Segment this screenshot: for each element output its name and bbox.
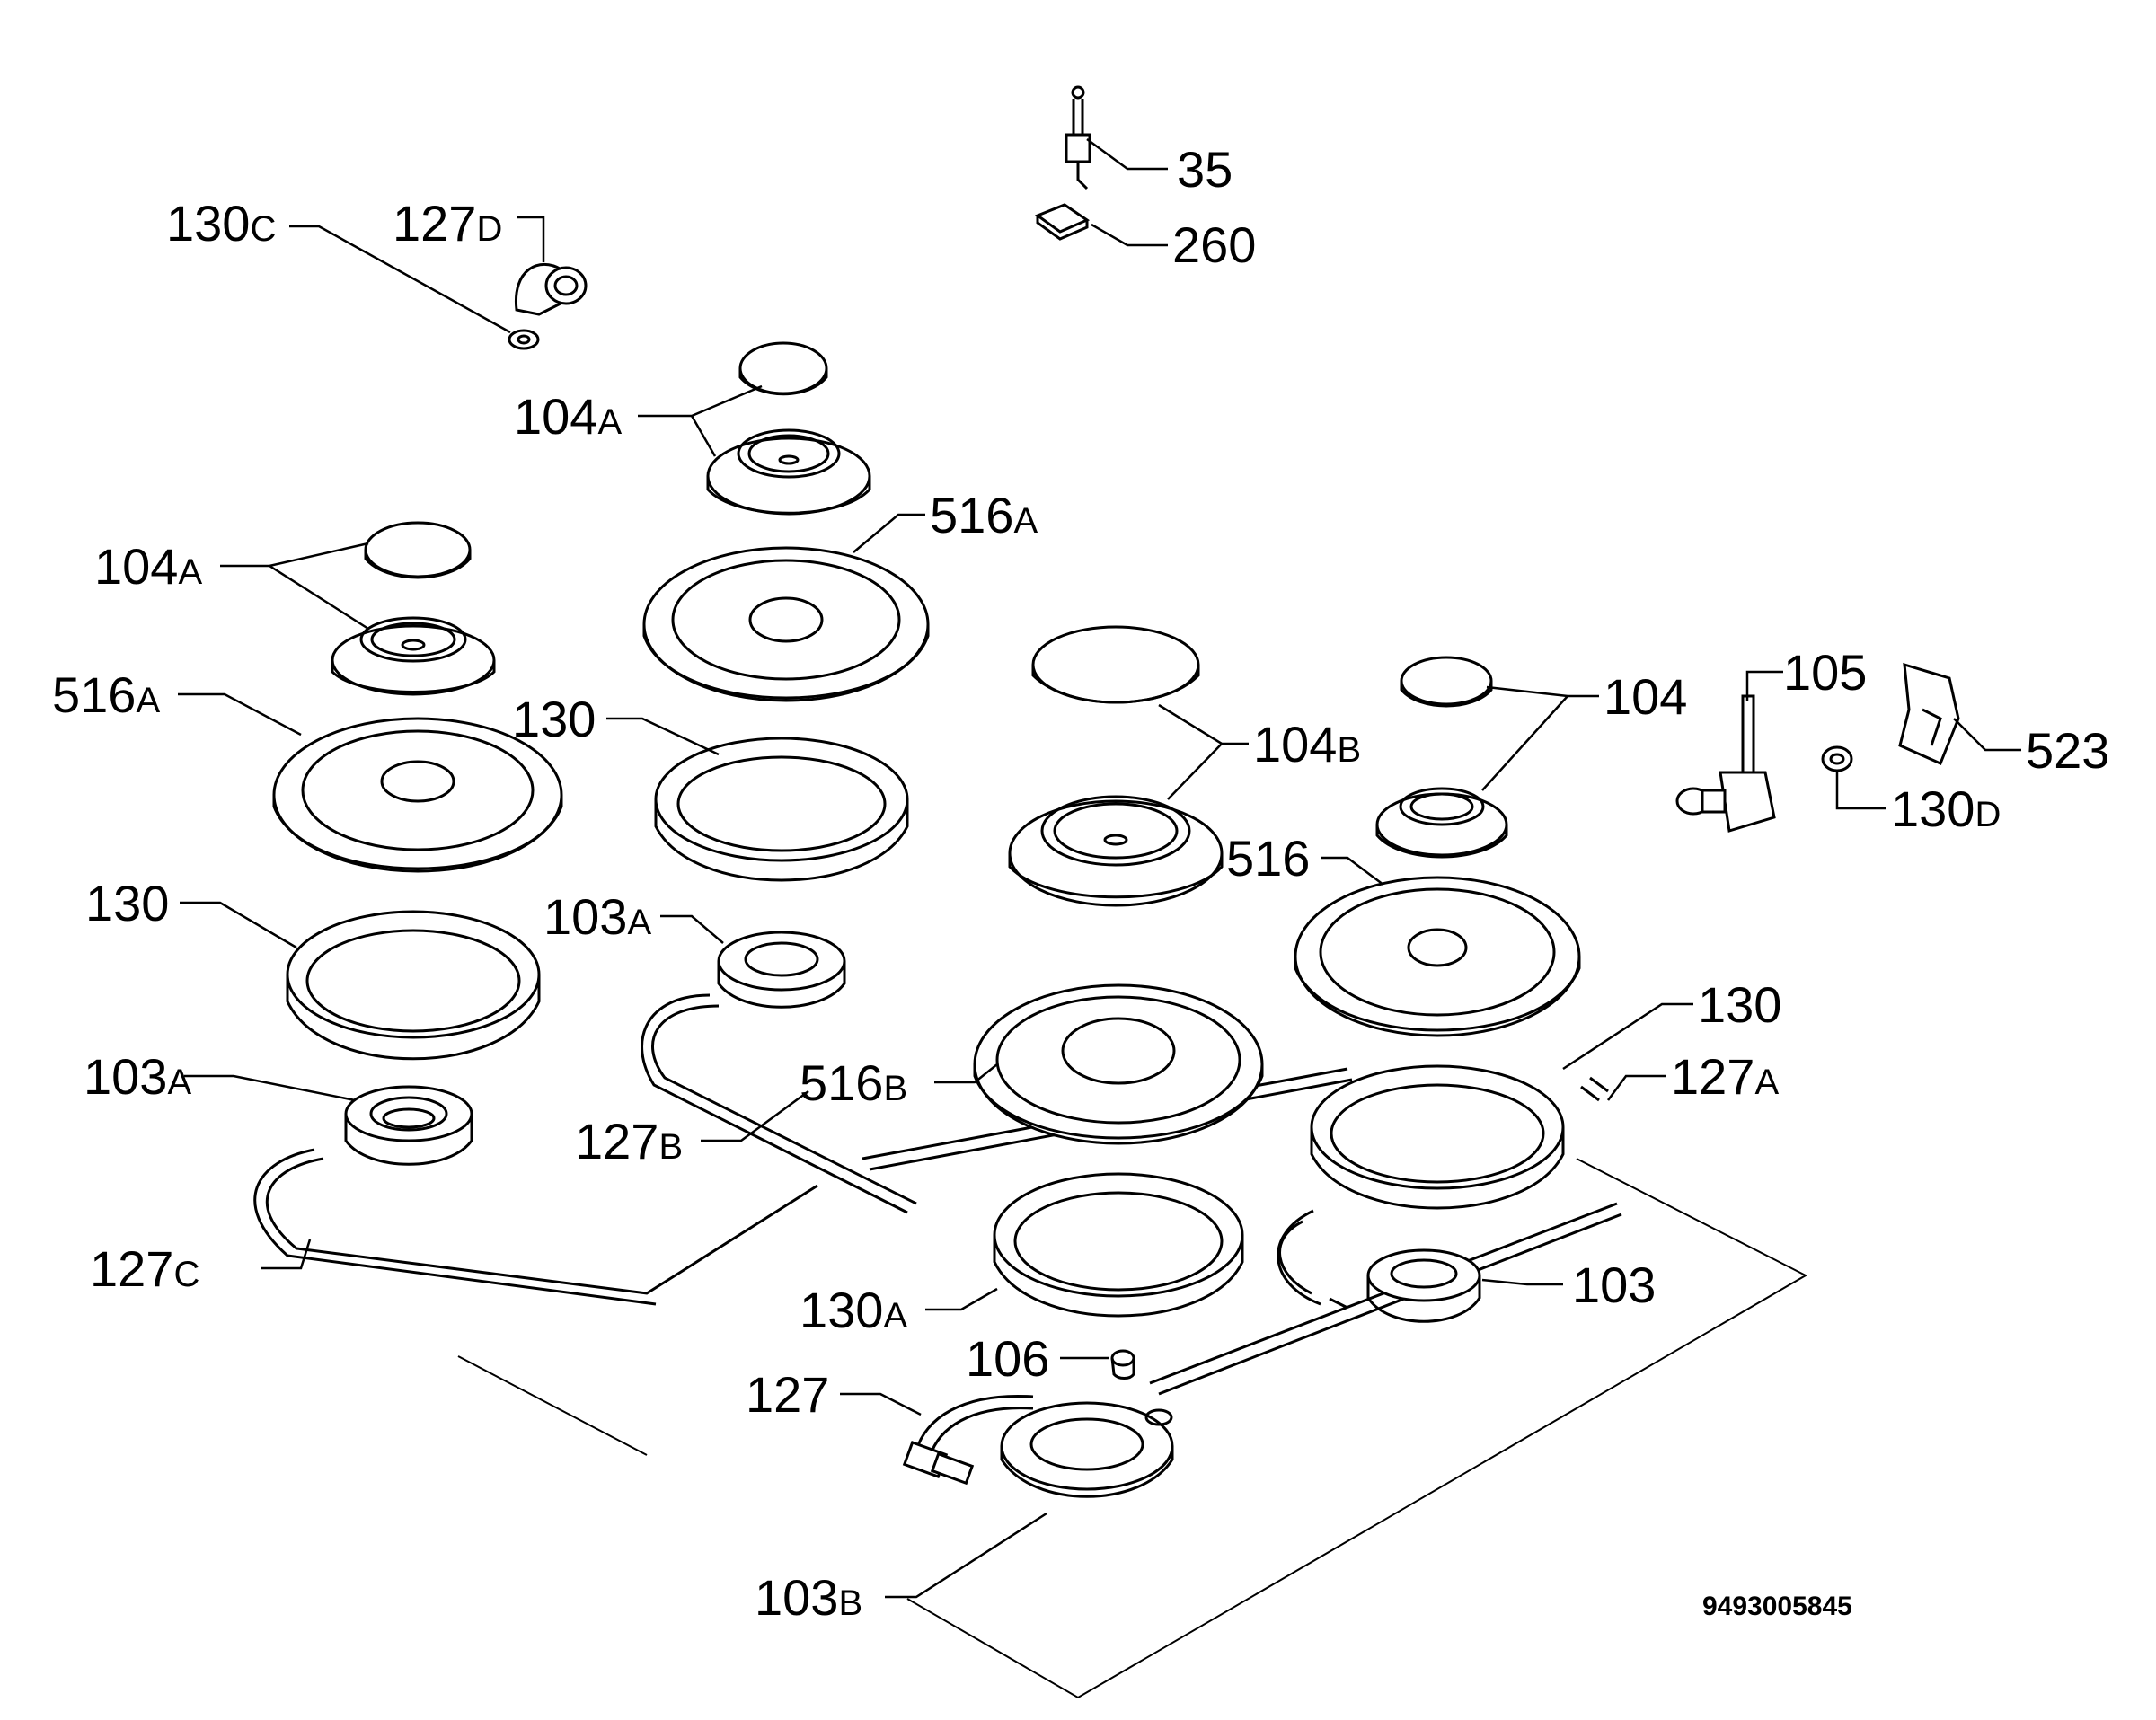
label-127: 127	[746, 1366, 829, 1423]
label-130-center: 130	[512, 691, 596, 747]
label-127a: 127A	[1671, 1048, 1779, 1105]
label-104b: 104B	[1253, 716, 1361, 772]
drawing-number: 9493005845	[1702, 1592, 1852, 1621]
washer-130d	[1821, 745, 1853, 772]
hob-frame-outline	[457, 1158, 1808, 1699]
label-104: 104	[1604, 668, 1687, 725]
label-130-left: 130	[85, 875, 169, 931]
left-burner-cap	[364, 521, 472, 579]
large-burner-ring-130a	[993, 1172, 1244, 1318]
label-104a-top: 104A	[514, 388, 622, 445]
large-burner-spreader-516b	[973, 983, 1264, 1145]
center-burner-base-103a	[717, 931, 846, 1009]
right-burner-base-103	[1366, 1248, 1481, 1323]
thermocouple-35	[1065, 85, 1091, 190]
label-103a-center: 103A	[543, 888, 651, 945]
label-516b: 516B	[800, 1054, 907, 1111]
label-127d: 127D	[393, 195, 502, 251]
clip-260	[1034, 203, 1091, 241]
label-127b: 127B	[575, 1113, 683, 1169]
label-127c: 127C	[90, 1240, 199, 1297]
label-103: 103	[1572, 1257, 1656, 1313]
label-106: 106	[966, 1330, 1049, 1387]
leader-lines	[178, 137, 2021, 1599]
elbow-fitting-127d	[508, 262, 588, 350]
right-burner-head	[1375, 787, 1508, 859]
tap-valve-105	[1675, 694, 1776, 833]
left-burner-ring-130	[286, 910, 541, 1061]
label-103b: 103B	[755, 1569, 862, 1626]
center-burner-head	[706, 428, 871, 516]
right-burner-cap	[1400, 656, 1493, 708]
left-burner-base-103a	[344, 1085, 473, 1166]
label-523: 523	[2026, 722, 2109, 779]
label-516a-top: 516A	[930, 487, 1038, 543]
label-104a-left: 104A	[94, 538, 202, 595]
label-130d: 130D	[1891, 781, 2001, 837]
label-516a-left: 516A	[52, 666, 160, 723]
center-burner-spreader-516a	[642, 546, 930, 702]
label-516: 516	[1226, 830, 1310, 886]
part-labels: 35 260 130C 127D 104A 516A 104A 516A 130…	[52, 141, 2109, 1626]
right-burner-spreader-516	[1294, 876, 1581, 1037]
large-burner-cap	[1031, 625, 1200, 704]
large-burner-head	[1008, 795, 1224, 907]
large-burner-base-103b	[1000, 1401, 1174, 1498]
label-105: 105	[1783, 644, 1867, 701]
left-burner-spreader-516a	[272, 717, 563, 873]
bracket-523	[1898, 662, 1960, 766]
label-260: 260	[1172, 216, 1256, 273]
left-burner-head	[331, 616, 496, 696]
label-130c: 130C	[166, 195, 276, 251]
label-35: 35	[1177, 141, 1233, 198]
center-burner-cap	[738, 341, 828, 396]
right-burner-ring-130	[1310, 1064, 1565, 1210]
injector-106	[1110, 1349, 1135, 1380]
label-130a: 130A	[800, 1282, 907, 1338]
label-130-right: 130	[1698, 976, 1781, 1033]
center-burner-ring-130	[654, 737, 909, 882]
label-103a-left: 103A	[84, 1048, 191, 1105]
gas-pipes	[253, 993, 1622, 1486]
